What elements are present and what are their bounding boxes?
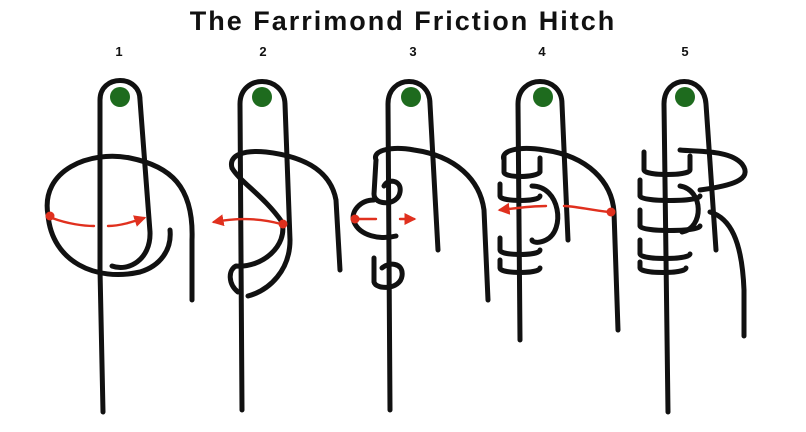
rope-loop [229,149,343,273]
step-2-figure [211,79,343,413]
green-dot-icon [252,87,272,107]
finger-icon [97,78,153,273]
arrow-icon [500,206,611,212]
rope-inner-loop [227,165,286,295]
page-title: The Farrimond Friction Hitch [189,6,617,36]
step-3-figure [350,79,491,413]
step-5-label: 5 [681,44,689,59]
rope-inner-bight [529,183,561,245]
step-1-figure [44,78,195,415]
rope-wrap-2 [497,181,543,203]
green-dot-icon [401,87,421,107]
green-dot-icon [110,87,130,107]
finger-icon [515,79,571,343]
arrow-start-icon [606,207,616,217]
green-dot-icon [675,87,695,107]
step-2-label: 2 [259,44,267,59]
rope-loop [373,145,491,303]
rope-wrap-3 [637,207,703,233]
arrow-start-icon [350,214,360,224]
rope-loop [501,145,621,333]
rope-wrap-4 [637,237,693,261]
rope-wrap-3 [497,235,543,257]
rope-tail [707,209,747,339]
rope-upper-bight [371,157,403,206]
rope-loop [44,153,195,303]
step-1-label: 1 [115,44,123,59]
finger-icon [661,79,719,415]
rope-inner-bight [677,183,701,235]
arrow-start-icon [278,219,288,229]
arrow-icon [50,218,144,226]
rope-wrap-1 [501,153,543,179]
step-4-label: 4 [538,44,546,59]
green-dot-icon [533,87,553,107]
rope-standing-part [97,267,106,415]
finger-icon [237,79,293,413]
arrow-icon [211,214,283,227]
step-5-figure [637,79,748,415]
rope-wrap-5 [637,259,689,275]
rope-wrap-4 [497,257,543,275]
rope-loop [677,147,748,193]
step-4-figure [497,79,621,343]
rope-lower-bight [371,255,405,290]
rope-loop-lower [45,212,173,278]
finger-icon [385,79,441,413]
rope-wrap-1 [641,149,693,177]
step-3-label: 3 [409,44,417,59]
